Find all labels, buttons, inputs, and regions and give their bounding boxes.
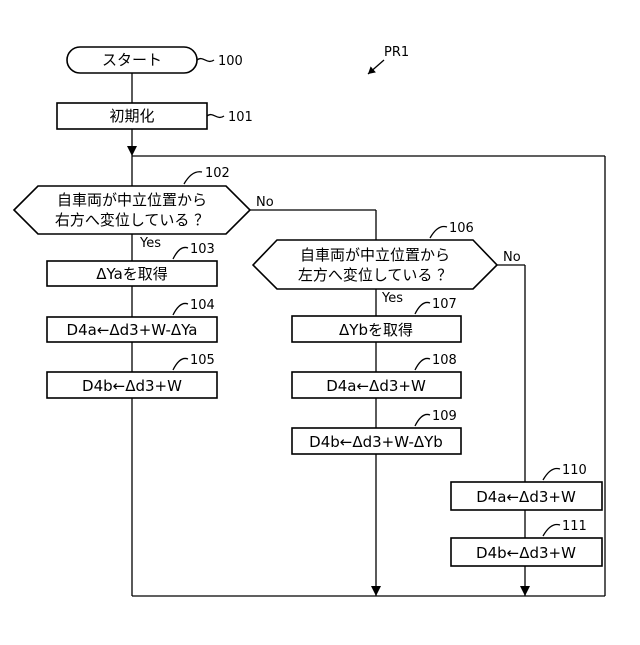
decision-left-line1: 自車両が中立位置から <box>300 246 450 264</box>
process-d4b-right-ref: 105 <box>190 353 215 368</box>
decision-left-ref: 106 <box>449 221 474 236</box>
node-initialize-label: 初期化 <box>109 107 154 125</box>
node-start-label: スタート <box>102 51 162 69</box>
process-d4a-right-ref: 104 <box>190 298 215 313</box>
decision-left-no: No <box>503 250 521 265</box>
node-start-ref: 100 <box>218 54 243 69</box>
figure-ref-pr1: PR1 <box>368 45 409 74</box>
process-get-dya-label: ΔYaを取得 <box>96 265 168 283</box>
process-d4a-neutral-label: D4a←Δd3+W <box>476 488 576 506</box>
process-d4a-neutral-ref: 110 <box>562 463 587 478</box>
process-d4b-neutral: D4b←Δd3+W 111 <box>451 519 602 566</box>
node-initialize: 初期化 101 <box>57 103 253 129</box>
process-d4a-left-ref: 108 <box>432 353 457 368</box>
node-start: スタート 100 <box>67 47 243 73</box>
figure-ref-label: PR1 <box>384 45 409 60</box>
process-get-dya-ref: 103 <box>190 242 215 257</box>
decision-right-no: No <box>256 195 274 210</box>
decision-right-line2: 右方へ変位している ？ <box>55 211 209 229</box>
decision-right-line1: 自車両が中立位置から <box>57 191 207 209</box>
process-get-dyb-label: ΔYbを取得 <box>339 321 413 339</box>
node-initialize-ref: 101 <box>228 110 253 125</box>
process-d4a-right-label: D4a←Δd3+W-ΔYa <box>67 321 198 339</box>
decision-left-yes: Yes <box>381 291 403 306</box>
process-d4b-neutral-label: D4b←Δd3+W <box>476 544 576 562</box>
process-d4b-neutral-ref: 111 <box>562 519 587 534</box>
decision-left-displacement: 自車両が中立位置から 左方へ変位している ？ 106 Yes No <box>253 221 521 306</box>
decision-right-displacement: 自車両が中立位置から 右方へ変位している ？ 102 Yes No <box>14 166 274 251</box>
decision-right-yes: Yes <box>139 236 161 251</box>
process-d4b-right-label: D4b←Δd3+W <box>82 377 182 395</box>
decision-left-line2: 左方へ変位している ？ <box>298 266 452 284</box>
decision-right-ref: 102 <box>205 166 230 181</box>
process-d4b-left-ref: 109 <box>432 409 457 424</box>
process-d4a-left-label: D4a←Δd3+W <box>326 377 426 395</box>
process-d4a-neutral: D4a←Δd3+W 110 <box>451 463 602 510</box>
process-get-dyb-ref: 107 <box>432 297 457 312</box>
process-d4b-left-label: D4b←Δd3+W-ΔYb <box>309 433 443 451</box>
